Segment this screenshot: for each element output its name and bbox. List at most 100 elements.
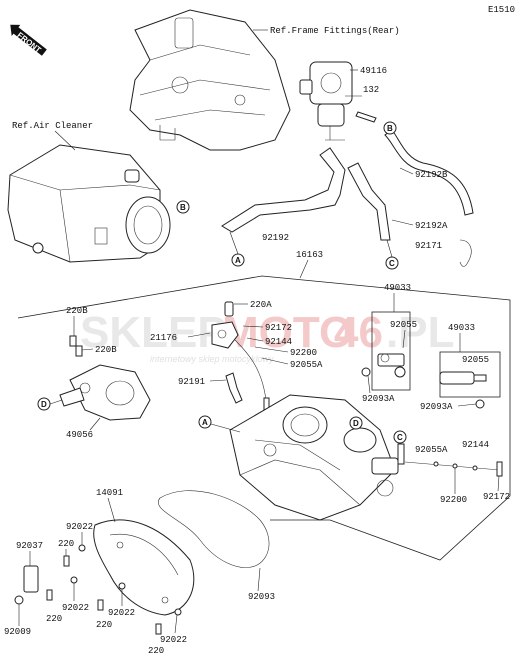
part-92192A-label: 92192A	[415, 221, 448, 231]
watermark-brand-mid: MOTO	[222, 308, 353, 357]
part-49056-label: 49056	[66, 430, 93, 440]
bolt-220B-mid	[75, 345, 83, 357]
washer-92022-b	[70, 576, 78, 584]
clamp-92037	[23, 565, 39, 593]
part-220B-top-label: 220B	[66, 306, 88, 316]
part-92192-label: 92192	[262, 233, 289, 243]
connector-A-top: A	[231, 253, 245, 267]
part-92171-label: 92171	[415, 241, 442, 251]
svg-text:D: D	[353, 419, 359, 428]
part-92055-a-label: 92055	[390, 320, 417, 330]
svg-text:C: C	[397, 433, 403, 442]
part-220-c-label: 220	[96, 620, 112, 630]
bolt-220-c	[97, 599, 104, 611]
throttle-body	[229, 394, 405, 521]
hose-92192	[221, 147, 346, 233]
part-92022-d-label: 92022	[160, 635, 187, 645]
part-92055A-top-label: 92055A	[290, 360, 323, 370]
clip-92200	[452, 463, 458, 469]
air-cleaner-part	[7, 144, 171, 263]
o-ring-92093A	[361, 367, 371, 377]
part-92144-bot-label: 92144	[462, 440, 489, 450]
vacuum-line	[234, 339, 267, 401]
part-92200-bot-label: 92200	[440, 495, 467, 505]
part-49033-a-label: 49033	[384, 283, 411, 293]
part-92055-b-label: 92055	[462, 355, 489, 365]
ref-air-cleaner-label: Ref.Air Cleaner	[12, 121, 93, 131]
screw-92009	[14, 595, 24, 605]
part-220-b-label: 220	[46, 614, 62, 624]
svg-text:A: A	[202, 418, 208, 427]
part-92022-c-label: 92022	[108, 608, 135, 618]
ref-frame-fittings-label: Ref.Frame Fittings(Rear)	[270, 26, 400, 36]
part-220-a-label: 220	[58, 539, 74, 549]
part-92022-a-label: 92022	[66, 522, 93, 532]
part-220-d-label: 220	[148, 646, 164, 656]
watermark-brand-left: SKLEP	[80, 308, 227, 357]
part-92037-label: 92037	[16, 541, 43, 551]
sensor-21176	[211, 301, 239, 349]
washer-92022-d	[174, 608, 182, 616]
part-92093A-b-label: 92093A	[420, 402, 453, 412]
part-14091-label: 14091	[96, 488, 123, 498]
part-220A-label: 220A	[250, 300, 272, 310]
part-92022-b-label: 92022	[62, 603, 89, 613]
svg-text:B: B	[387, 124, 393, 133]
watermark-brand-num: 46	[334, 308, 383, 357]
injector-b	[439, 371, 487, 409]
connector-D-mid: D	[349, 416, 363, 430]
svg-text:A: A	[235, 256, 241, 265]
connector-A-mid: A	[198, 415, 212, 429]
bracket-49056	[59, 364, 151, 421]
group-49033-a	[371, 311, 411, 391]
part-92093-label: 92093	[248, 592, 275, 602]
hose-92191	[225, 372, 243, 404]
part-49033-b-label: 49033	[448, 323, 475, 333]
cover-14091	[93, 519, 195, 616]
connector-D-left: D	[37, 397, 51, 411]
connector-B-left: B	[176, 200, 190, 214]
part-92192B-label: 92192B	[415, 170, 448, 180]
svg-text:D: D	[41, 400, 47, 409]
part-92200-top-label: 92200	[290, 348, 317, 358]
diagram-code: E1510	[488, 5, 515, 15]
washer-92022-c	[118, 582, 126, 590]
front-arrow-icon: FRONT	[10, 24, 47, 56]
assembly-frame-16163	[17, 275, 511, 561]
part-49116-label: 49116	[360, 66, 387, 76]
bolt-220-d	[155, 623, 162, 635]
clip-92144	[472, 465, 478, 471]
clamp-92171	[459, 239, 472, 267]
injector-a	[377, 353, 406, 378]
front-label: FRONT	[15, 31, 42, 55]
watermark-brand-tld: .PL	[386, 308, 454, 357]
watermark: SKLEP MOTO 46 .PL internetowy sklep moto…	[80, 308, 454, 364]
part-92172-top-label: 92172	[265, 323, 292, 333]
part-132-label: 132	[363, 85, 379, 95]
cap-92172	[496, 461, 503, 477]
connector-B-top: B	[383, 121, 397, 135]
bolt-220B-top	[69, 335, 77, 347]
watermark-subtitle: internetowy sklep motocyklowy	[150, 354, 274, 364]
bolt-220-b	[46, 589, 53, 601]
part-92093A-a-label: 92093A	[362, 394, 395, 404]
hose-92192A	[347, 162, 391, 241]
part-16163-label: 16163	[296, 250, 323, 260]
svg-text:B: B	[180, 203, 186, 212]
valve-49116	[299, 61, 353, 141]
gasket-92093	[157, 490, 270, 568]
part-220B-mid-label: 220B	[95, 345, 117, 355]
svg-text:C: C	[389, 259, 395, 268]
bolt-220-a	[63, 555, 70, 567]
part-92144-top-label: 92144	[265, 337, 292, 347]
bolt-132	[355, 111, 377, 123]
washer-92022-a	[78, 544, 86, 552]
part-92055A-bot-label: 92055A	[415, 445, 448, 455]
frame-fittings-part	[129, 9, 291, 151]
connector-C-top: C	[385, 256, 399, 270]
fitting-right	[397, 443, 405, 465]
clip-92055A	[433, 461, 439, 467]
part-92172-bot-label: 92172	[483, 492, 510, 502]
hose-92192B	[384, 129, 474, 216]
